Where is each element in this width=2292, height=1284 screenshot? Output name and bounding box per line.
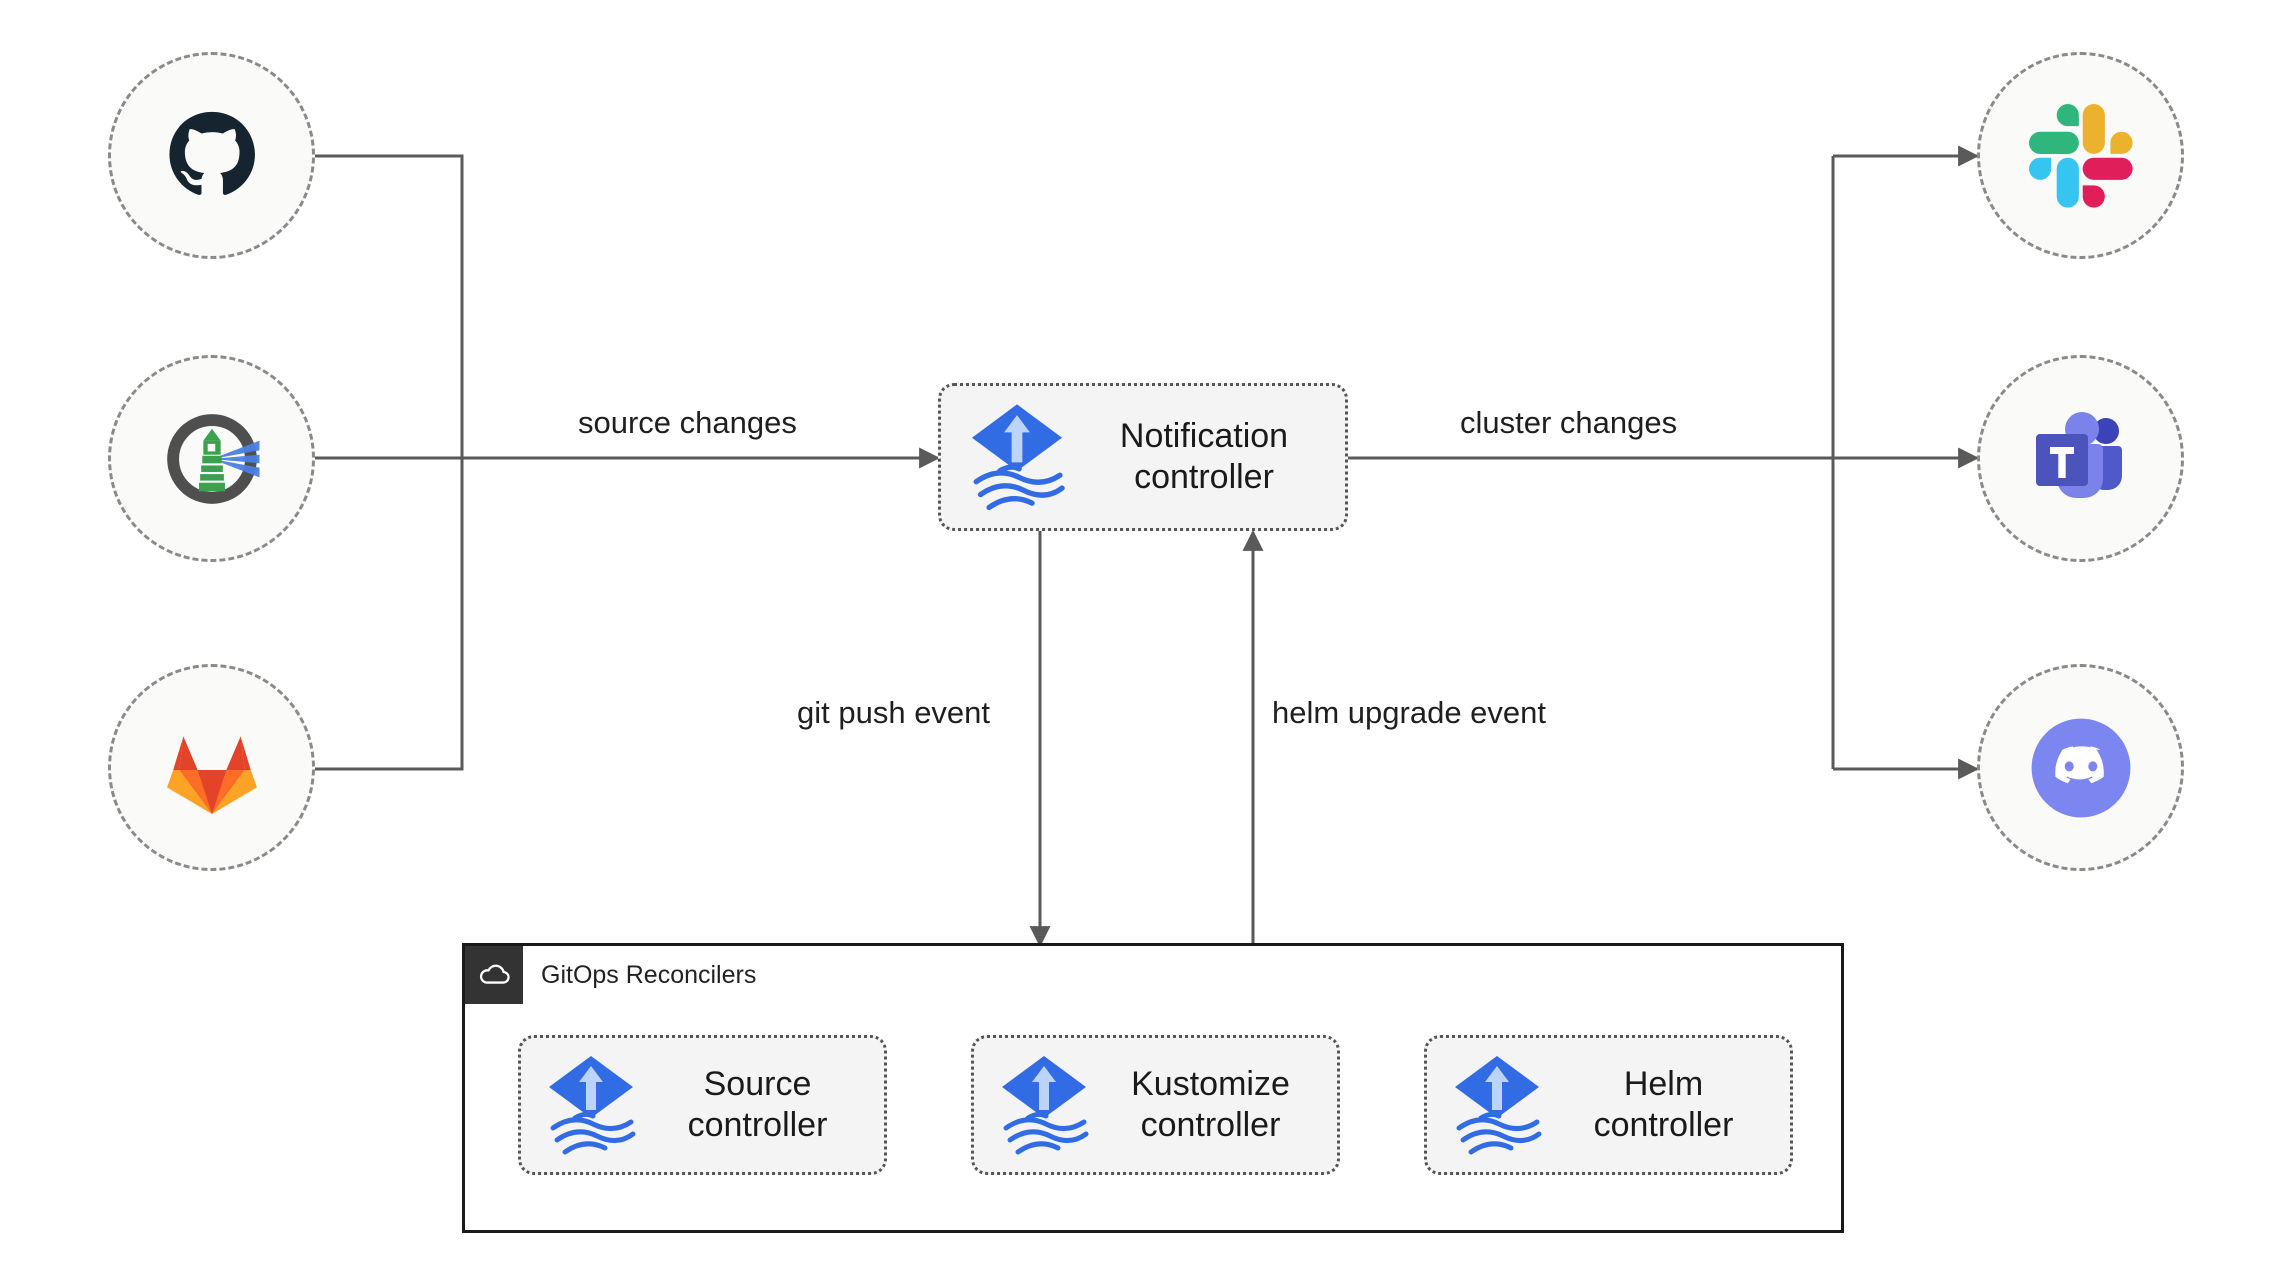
helm-controller-line2: controller bbox=[1593, 1106, 1734, 1144]
flux-icon bbox=[1002, 1056, 1089, 1155]
flux-icon bbox=[1455, 1056, 1542, 1155]
destination-node-slack[interactable] bbox=[1977, 52, 2184, 259]
kustomize-controller-line2: controller bbox=[1140, 1106, 1281, 1144]
destination-node-teams[interactable] bbox=[1977, 355, 2184, 562]
slack-icon bbox=[2028, 103, 2133, 208]
cloud-icon bbox=[479, 964, 510, 984]
github-icon bbox=[168, 111, 255, 195]
edge-label-git-push-event: git push event bbox=[797, 695, 991, 730]
helm-controller-line1: Helm bbox=[1623, 1064, 1704, 1103]
wire-gitlab-to-trunk bbox=[312, 458, 464, 771]
source-controller-line2: controller bbox=[687, 1106, 828, 1144]
source-node-helm[interactable] bbox=[108, 355, 315, 562]
flux-icon bbox=[971, 404, 1065, 511]
source-controller-label: Source controller bbox=[645, 1064, 884, 1147]
source-controller-line1: Source bbox=[703, 1064, 812, 1103]
notification-controller-box[interactable]: Notification controller bbox=[938, 383, 1348, 531]
flux-icon bbox=[549, 1056, 636, 1155]
kustomize-controller-label: Kustomize controller bbox=[1098, 1064, 1337, 1147]
kustomize-controller-line1: Kustomize bbox=[1131, 1064, 1290, 1103]
edge-label-source-changes: source changes bbox=[578, 405, 797, 440]
discord-icon bbox=[2031, 718, 2130, 817]
wire-github-to-trunk bbox=[312, 154, 464, 458]
edge-label-helm-upgrade-event: helm upgrade event bbox=[1272, 695, 1547, 730]
notification-controller-line1: Notification bbox=[1119, 416, 1289, 455]
helm-controller-box[interactable]: Helm controller bbox=[1424, 1035, 1793, 1175]
gitops-reconcilers-group: GitOps Reconcilers Source controller bbox=[462, 943, 1844, 1233]
notification-controller-label: Notification controller bbox=[1077, 416, 1345, 499]
source-node-github[interactable] bbox=[108, 52, 315, 259]
notification-controller-line2: controller bbox=[1134, 458, 1274, 496]
cloud-badge bbox=[465, 946, 523, 1004]
group-header: GitOps Reconcilers bbox=[465, 946, 756, 1004]
destination-node-discord[interactable] bbox=[1977, 664, 2184, 871]
source-controller-box[interactable]: Source controller bbox=[518, 1035, 887, 1175]
source-node-gitlab[interactable] bbox=[108, 664, 315, 871]
kustomize-controller-box[interactable]: Kustomize controller bbox=[971, 1035, 1340, 1175]
edge-label-cluster-changes: cluster changes bbox=[1460, 405, 1678, 440]
helm-controller-label: Helm controller bbox=[1551, 1064, 1790, 1147]
helm-icon bbox=[166, 413, 260, 504]
group-title: GitOps Reconcilers bbox=[541, 960, 757, 989]
teams-icon bbox=[2035, 411, 2122, 498]
gitlab-icon bbox=[166, 735, 257, 814]
